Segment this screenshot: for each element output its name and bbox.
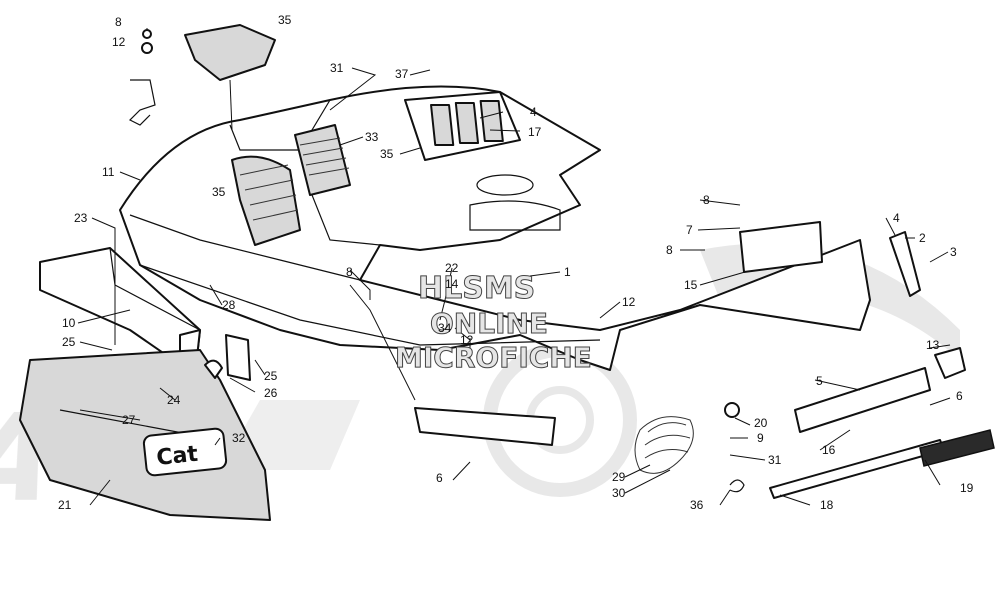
callout-31: 31 (768, 453, 782, 467)
callout-4: 4 (893, 211, 900, 225)
callout-27: 27 (122, 413, 136, 427)
callout-2: 2 (919, 231, 926, 245)
callout-14: 14 (445, 277, 459, 291)
callout-12: 12 (112, 35, 126, 49)
callout-15: 15 (684, 278, 698, 292)
callout-12: 12 (622, 295, 636, 309)
latch (934, 347, 966, 379)
callout-19: 19 (960, 481, 974, 495)
callout-29: 29 (612, 470, 626, 484)
callout-21: 21 (58, 498, 72, 512)
hose-clamp (729, 479, 745, 493)
callout-8: 8 (703, 193, 710, 207)
callout-9: 9 (757, 431, 764, 445)
callout-34: 34 (438, 321, 452, 335)
callout-5: 5 (816, 374, 823, 388)
callout-1: 1 (564, 265, 571, 279)
bracket (128, 79, 156, 126)
decal-logo: Cat (155, 442, 199, 471)
callout-20: 20 (754, 416, 768, 430)
mount-bracket (225, 334, 251, 381)
callout-8: 8 (115, 15, 122, 29)
callout-7: 7 (686, 223, 693, 237)
callout-24: 24 (167, 393, 181, 407)
callout-16: 16 (822, 443, 836, 457)
watermark-text: HLSMS ONLINE MICROFICHE (395, 271, 593, 375)
callout-35: 35 (380, 147, 394, 161)
callout-17: 17 (528, 125, 542, 139)
callout-36: 36 (690, 498, 704, 512)
air-intake-boot (231, 124, 351, 246)
nut (142, 29, 152, 39)
callout-37: 37 (395, 67, 409, 81)
callout-35: 35 (278, 13, 292, 27)
callout-31: 31 (330, 61, 344, 75)
callout-6: 6 (956, 389, 963, 403)
spring-assembly (634, 416, 694, 474)
callout-25: 25 (62, 335, 76, 349)
callout-22: 22 (445, 261, 459, 275)
callout-33: 33 (365, 130, 379, 144)
callout-35: 35 (212, 185, 226, 199)
callout-11: 11 (102, 165, 115, 179)
trim-strip (889, 231, 921, 297)
callout-10: 10 (62, 316, 76, 330)
vent-cover (184, 24, 276, 81)
callout-25: 25 (264, 369, 278, 383)
callout-6: 6 (436, 471, 443, 485)
callout-8: 8 (666, 243, 673, 257)
cable-guide (204, 359, 223, 379)
nose-cone: Cat (19, 349, 271, 521)
callout-12: 12 (460, 333, 474, 347)
callout-30: 30 (612, 486, 626, 500)
grommet (724, 402, 740, 418)
watermark-line-3: MICROFICHE (395, 341, 592, 374)
side-rails (414, 367, 995, 499)
callout-18: 18 (820, 498, 834, 512)
callout-4: 4 (530, 105, 537, 119)
callout-23: 23 (74, 211, 88, 225)
callout-8: 8 (346, 265, 353, 279)
callout-32: 32 (232, 431, 246, 445)
fender-strip (739, 221, 823, 273)
callout-labels: 8 12 35 31 37 4 17 33 35 35 11 23 8 7 8 … (58, 13, 974, 512)
callout-28: 28 (222, 298, 236, 312)
callout-26: 26 (264, 386, 278, 400)
leader-lines (77, 28, 951, 506)
watermark-line-1: HLSMS (418, 271, 535, 306)
callout-3: 3 (950, 245, 957, 259)
dash-vent-assembly (404, 91, 521, 161)
washer (141, 42, 153, 54)
watermark-line-2: ONLINE (430, 307, 548, 340)
callout-13: 13 (926, 338, 940, 352)
